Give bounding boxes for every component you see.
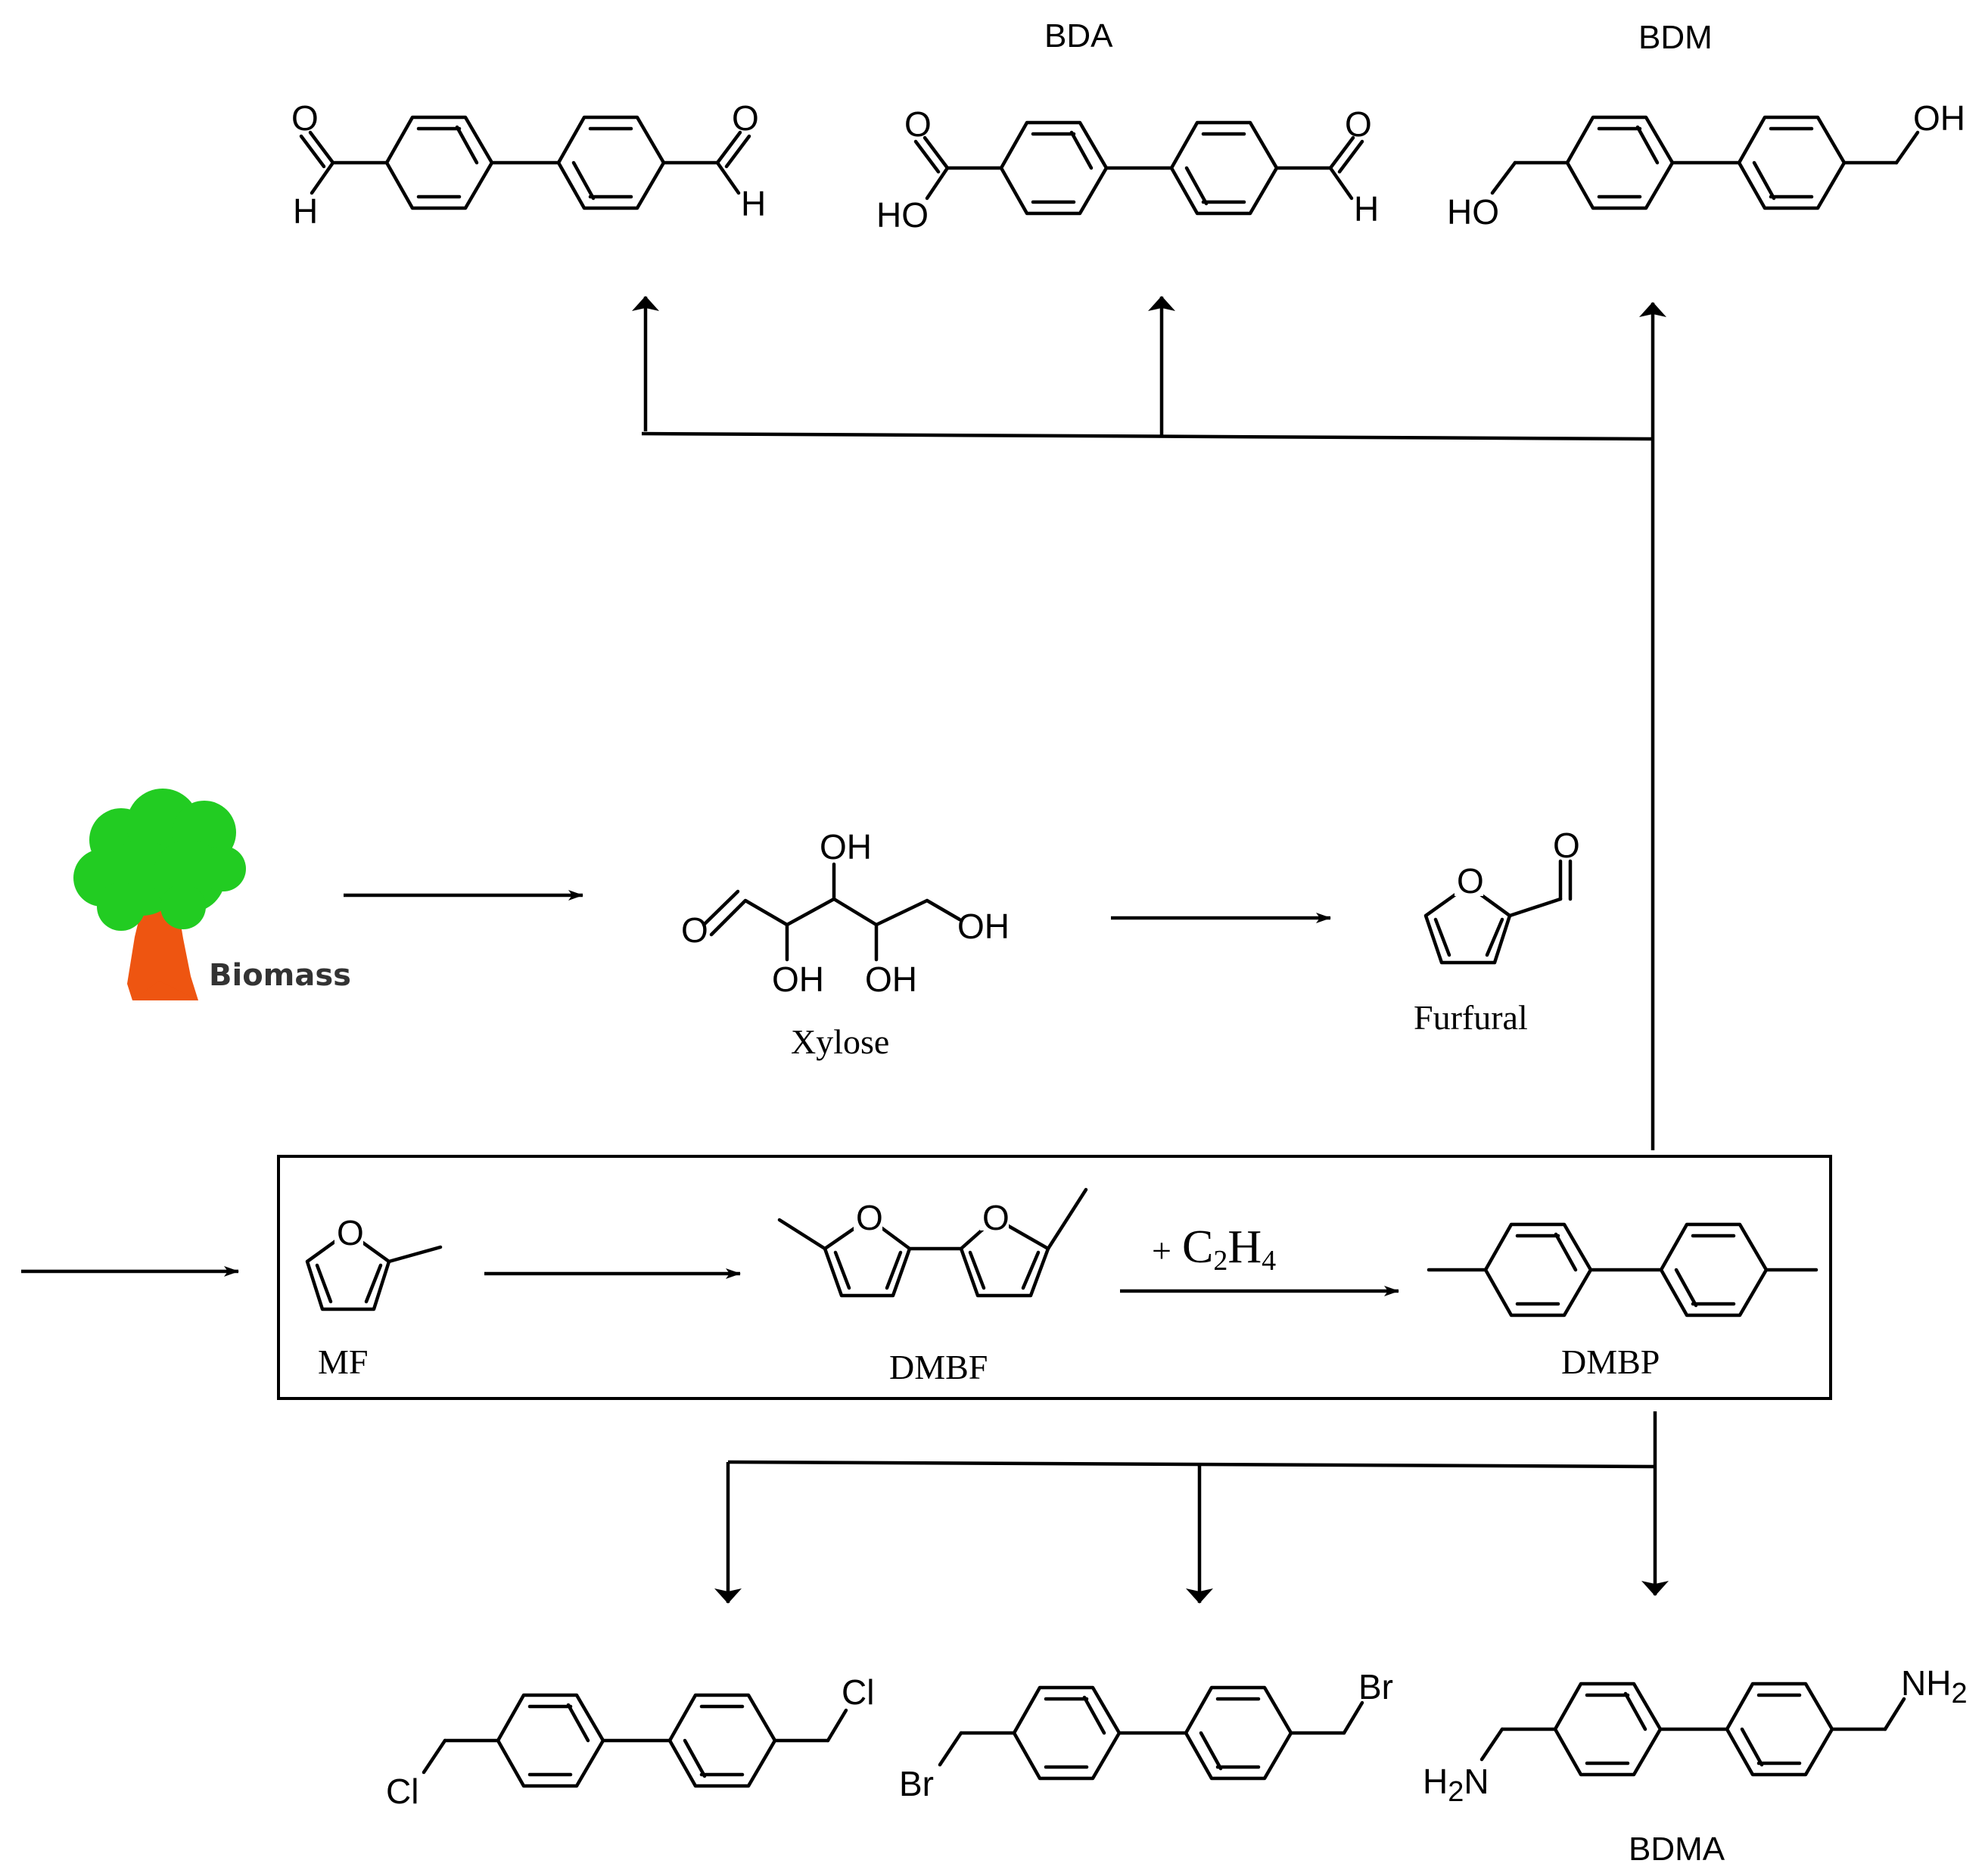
dmbp-structure bbox=[1427, 1222, 1819, 1318]
label-bdm: BDM bbox=[1638, 19, 1713, 56]
atom-br: Br bbox=[899, 1764, 934, 1803]
atom-ho: HO bbox=[876, 195, 929, 235]
bda-structure: O HO O H bbox=[876, 104, 1379, 235]
atom-ho: HO bbox=[1447, 192, 1499, 232]
atom-o: O bbox=[291, 98, 319, 138]
atom-o: O bbox=[1345, 104, 1372, 144]
reagent-ethylene: +C2H4 bbox=[1152, 1221, 1276, 1277]
atom-oh: OH bbox=[957, 907, 1010, 946]
atom-o: O bbox=[1553, 826, 1580, 865]
upper-branch-arrows bbox=[632, 296, 1666, 1150]
atom-oh: OH bbox=[865, 960, 917, 999]
label-mf: MF bbox=[318, 1342, 368, 1381]
atom-cl: Cl bbox=[386, 1772, 418, 1811]
atom-o: O bbox=[904, 104, 932, 144]
atom-h: H bbox=[741, 184, 766, 223]
label-bda: BDA bbox=[1044, 17, 1113, 54]
atom-oh: OH bbox=[1913, 98, 1965, 138]
bis-bromomethyl-biphenyl-structure: Br Br bbox=[899, 1667, 1393, 1803]
biomass-tree-icon: Biomass bbox=[73, 789, 351, 1000]
atom-o: O bbox=[681, 910, 708, 950]
atom-cl: Cl bbox=[842, 1672, 874, 1712]
atom-o: O bbox=[856, 1198, 883, 1237]
atom-oh: OH bbox=[820, 827, 872, 866]
label-xylose: Xylose bbox=[791, 1022, 889, 1061]
atom-o: O bbox=[337, 1213, 364, 1252]
atom-br: Br bbox=[1358, 1667, 1393, 1706]
label-dmbp: DMBP bbox=[1561, 1342, 1660, 1381]
bdm-structure: HO OH bbox=[1447, 98, 1965, 232]
atom-o: O bbox=[982, 1198, 1010, 1237]
dialdehyde-structure: O H O H bbox=[291, 98, 766, 231]
dmbf-structure: O O bbox=[777, 1187, 1088, 1298]
label-furfural: Furfural bbox=[1414, 998, 1528, 1037]
atom-nh2: NH2 bbox=[1901, 1663, 1968, 1710]
xylose-structure: O OH OH OH OH bbox=[681, 827, 1010, 999]
atom-o: O bbox=[1457, 861, 1484, 901]
mf-dmbf-dmbp-box bbox=[277, 1155, 1832, 1400]
lower-branch-arrows bbox=[714, 1411, 1669, 1604]
bis-chloromethyl-biphenyl-structure: Cl Cl bbox=[386, 1672, 874, 1811]
atom-h2n: H2N bbox=[1423, 1762, 1489, 1808]
bdma-structure: H2N NH2 bbox=[1423, 1663, 1968, 1808]
label-biomass: Biomass bbox=[209, 958, 351, 993]
furfural-structure: O O bbox=[1423, 826, 1580, 965]
atom-o: O bbox=[732, 98, 759, 138]
atom-h: H bbox=[1354, 189, 1379, 229]
mf-structure: O bbox=[305, 1212, 443, 1311]
label-dmbf: DMBF bbox=[889, 1348, 988, 1386]
atom-h: H bbox=[293, 191, 318, 231]
atom-oh: OH bbox=[772, 960, 824, 999]
label-bdma: BDMA bbox=[1629, 1831, 1725, 1868]
